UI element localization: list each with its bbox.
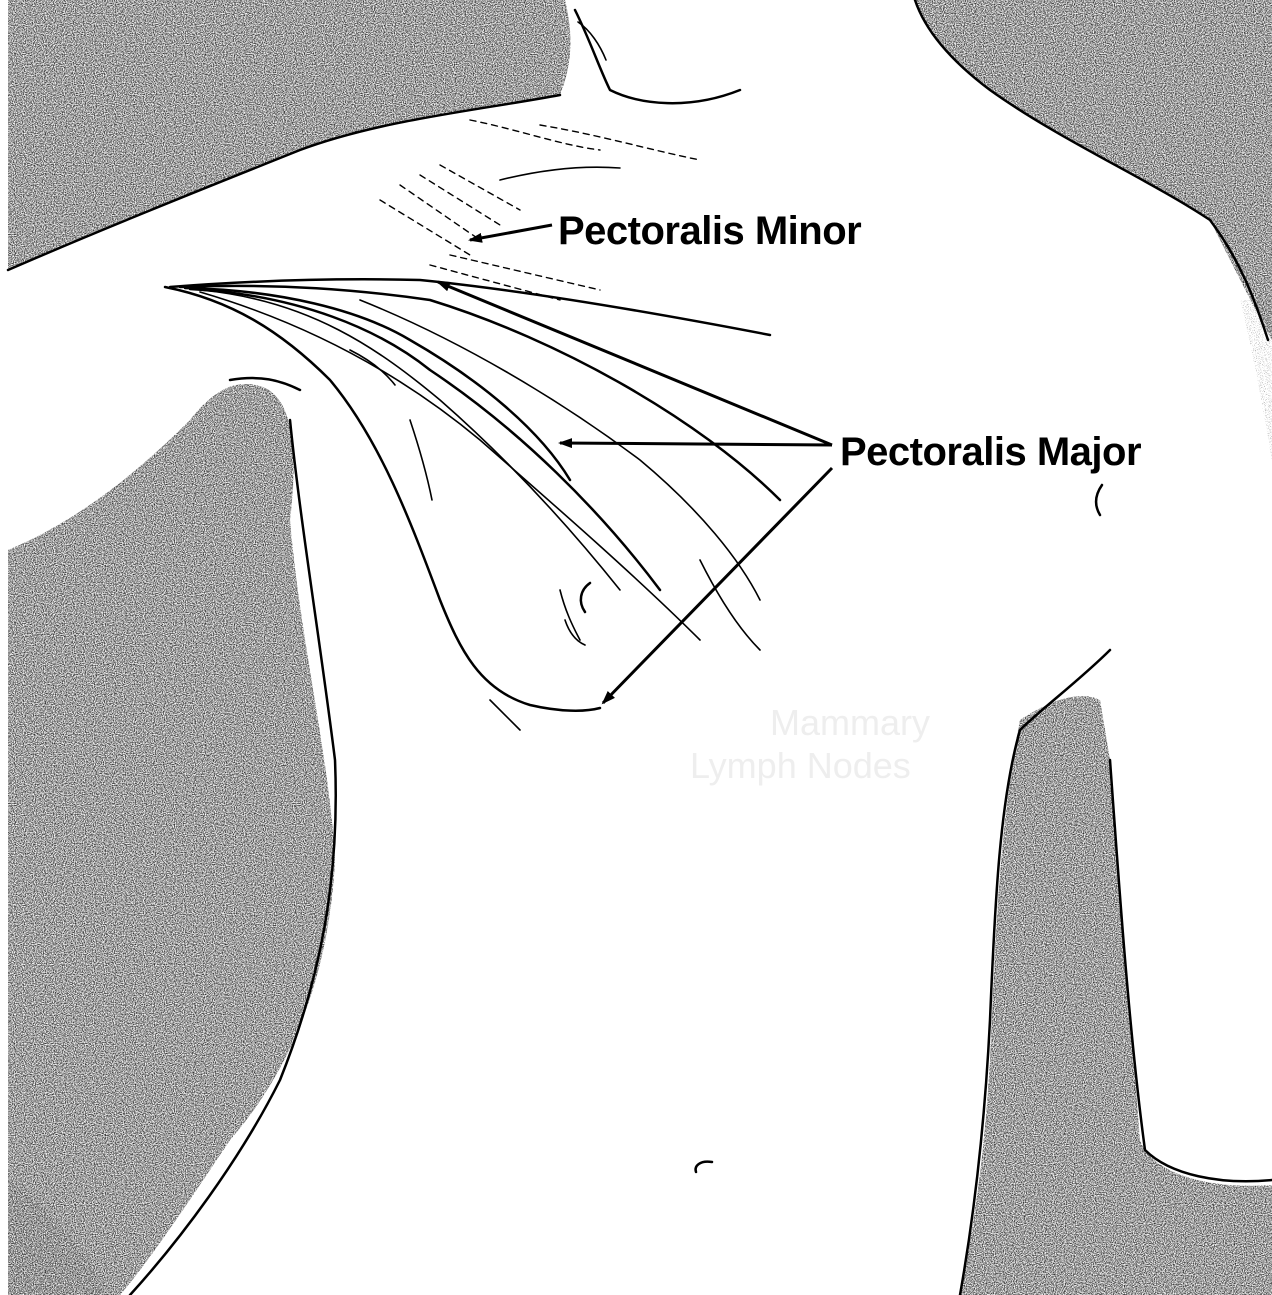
- shade-right-upper-arm: [1240, 300, 1272, 460]
- neck-contour: [575, 10, 740, 103]
- shade-left-side: [8, 384, 335, 1295]
- annotation-arrows: [438, 225, 832, 703]
- pectoralis-major-arrow-lower: [603, 468, 832, 703]
- labels: Pectoralis Minor Pectoralis Major: [558, 209, 1141, 474]
- pectoralis-minor-arrow: [470, 225, 552, 240]
- minor-hatch-2: [400, 185, 480, 240]
- major-fiber-9: [350, 350, 395, 385]
- pectoralis-minor-label: Pectoralis Minor: [558, 209, 861, 253]
- faint-ghost-text: Mammary Lymph Nodes: [690, 702, 930, 786]
- shade-top-right: [915, 0, 1272, 340]
- nipple-mark: [581, 583, 590, 612]
- nipple-shadow: [565, 620, 585, 645]
- right-nipple-mark: [1096, 485, 1102, 515]
- pectoralis-major-arrow-middle: [560, 443, 832, 445]
- minor-hatch-4: [440, 165, 520, 210]
- major-fiber-10: [410, 420, 432, 500]
- major-fiber-1: [170, 279, 770, 335]
- background-shading: [8, 0, 1272, 1295]
- minor-hatch-1: [380, 200, 470, 255]
- faint-line-1: Mammary: [770, 702, 930, 743]
- clavicle-line-1: [500, 167, 620, 180]
- breast-lower-line: [490, 700, 520, 730]
- faint-line-2: Lymph Nodes: [690, 745, 911, 786]
- navel-mark: [696, 1162, 712, 1172]
- clavicle-line-2: [470, 120, 600, 150]
- pectoralis-major-label: Pectoralis Major: [840, 430, 1141, 474]
- clavicle-line-3: [540, 125, 700, 160]
- shade-top-left: [8, 0, 570, 270]
- minor-hatch-3: [420, 175, 500, 225]
